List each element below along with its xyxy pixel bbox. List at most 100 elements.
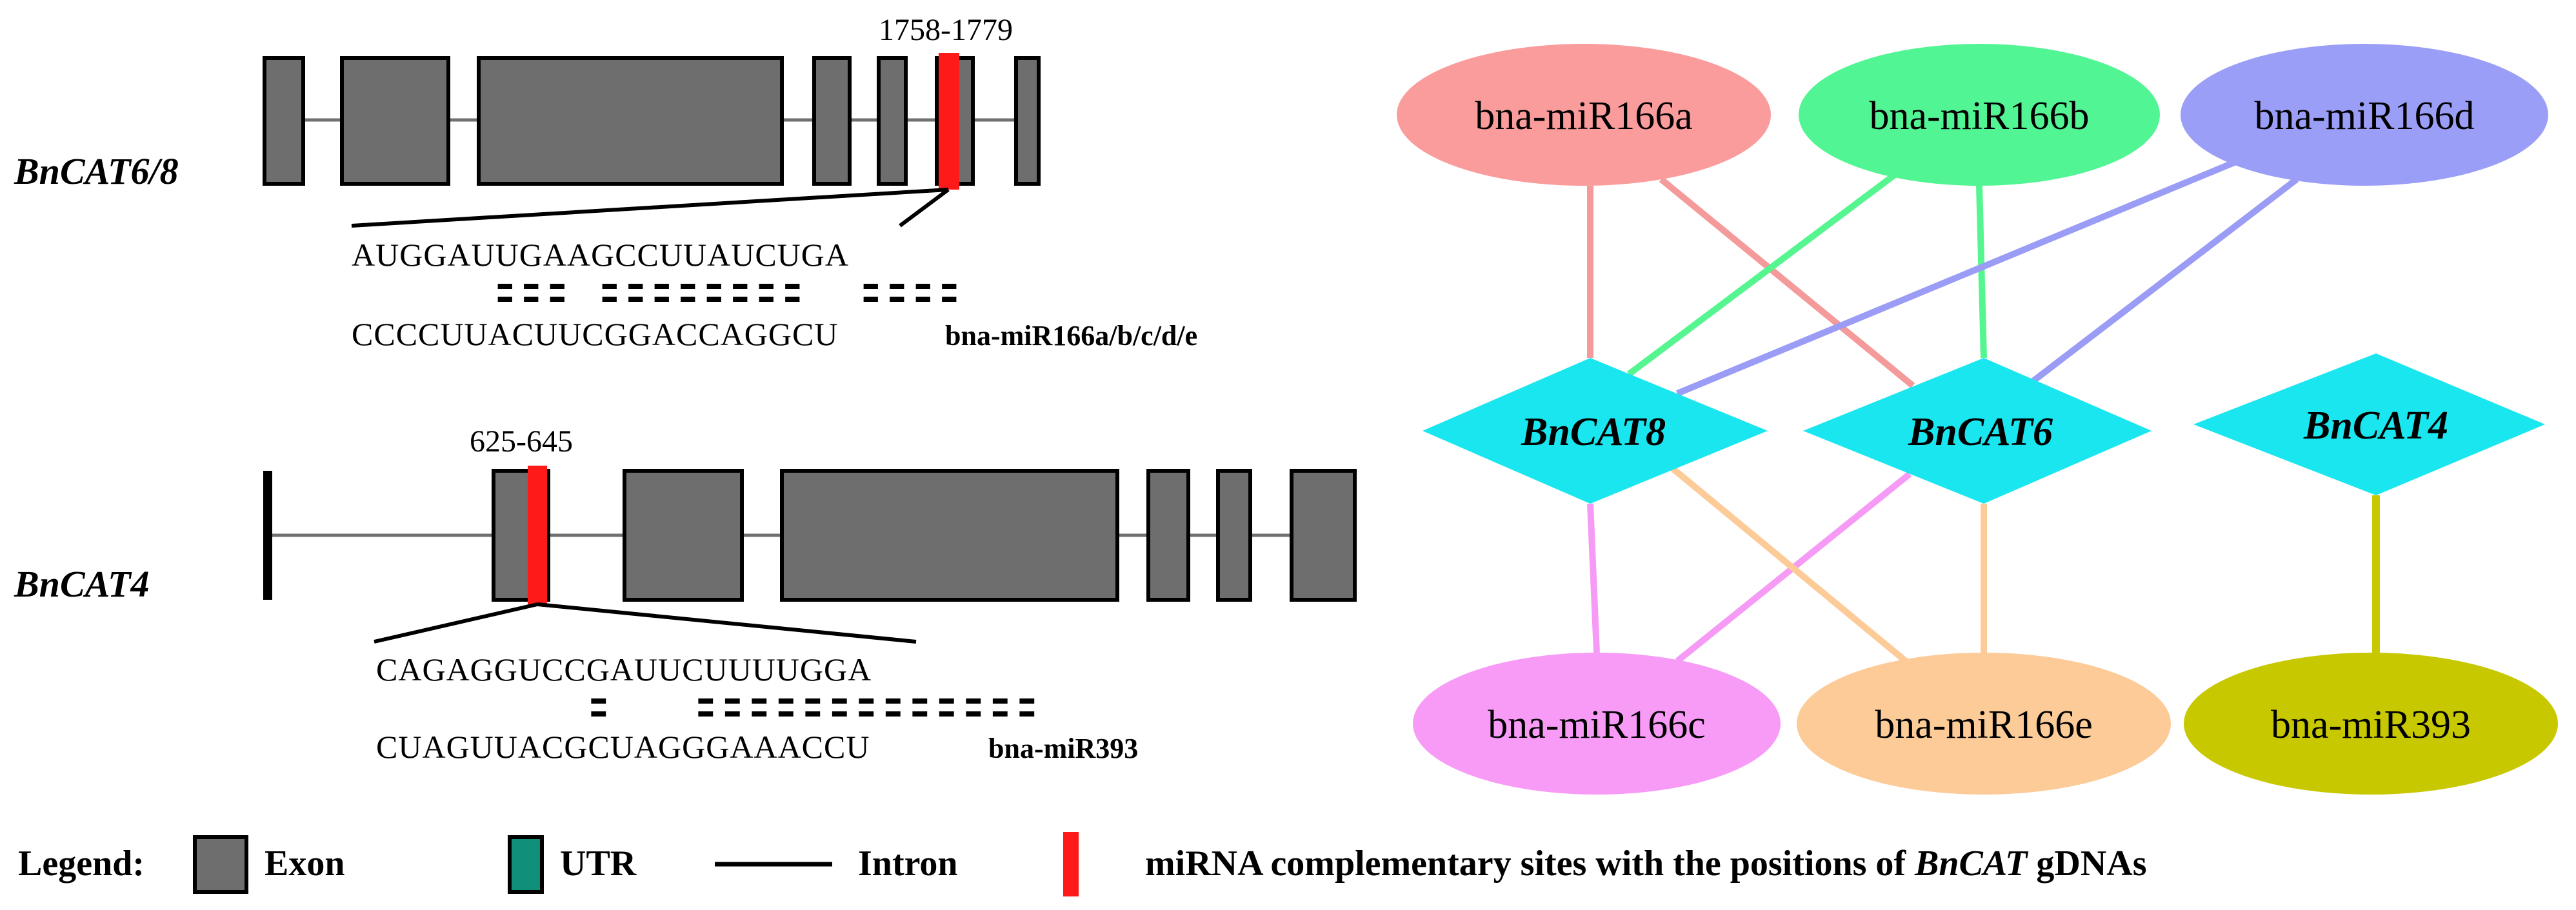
gene-structure-bncat68: BnCAT6/8 1758-1779 AUGGAUUGAAGCCUUAUCUGA… (14, 13, 1197, 352)
pair-mark (966, 711, 981, 717)
edge-d-cat8 (1676, 155, 2246, 397)
pair-mark (885, 698, 901, 704)
pair-mark (524, 297, 539, 302)
exon-box (477, 56, 784, 186)
pair-mark (912, 698, 928, 704)
pair-mark (681, 297, 695, 302)
mirna-node-label: bna-miR393 (2271, 703, 2471, 747)
pair-mark (628, 284, 643, 289)
mirna-sequence: CUAGUUACGCUAGGGAAACCU (376, 729, 870, 765)
mirna-node-166b (1799, 44, 2160, 186)
pair-mark (698, 711, 714, 717)
pair-mark (724, 698, 740, 704)
mirna-node-label: bna-miR166c (1488, 703, 1706, 747)
pair-mark (805, 711, 821, 717)
gene-node-label: BnCAT8 (1521, 410, 1666, 454)
pair-mark (752, 698, 767, 704)
pair-mark (591, 698, 606, 704)
edge-a-cat6 (1659, 177, 1915, 388)
gene-node-bncat6 (1803, 358, 2152, 504)
mirna-node-166a (1397, 44, 1771, 186)
gene-node-label: BnCAT4 (2303, 404, 2448, 448)
site-position-label: 1758-1779 (879, 13, 1013, 47)
zoom-line (374, 602, 538, 644)
pair-mark (778, 698, 794, 704)
exon-box (780, 469, 1119, 602)
gene-node-bncat8 (1423, 358, 1768, 504)
mirna-node-166e (1797, 653, 2171, 795)
mirna-site-marker (528, 466, 547, 604)
mirna-node-label: bna-miR166b (1870, 94, 2090, 138)
exon-box (812, 56, 852, 186)
pair-mark (733, 284, 748, 289)
gene-structure-bncat4: BnCAT4 625-645 CAGAGGUCCGAUUCUUUUGGA CUA… (14, 424, 1357, 765)
base-pairing-marks (497, 284, 957, 302)
interaction-network: bna-miR166a bna-miR166b bna-miR166d bna-… (1397, 44, 2558, 795)
mirna-node-393 (2184, 653, 2558, 795)
pair-mark (654, 297, 669, 302)
pair-mark (942, 297, 957, 302)
mirna-node-166d (2181, 44, 2548, 186)
target-sequence: CAGAGGUCCGAUUCUUUUGGA (376, 651, 872, 687)
legend-utr-label: UTR (560, 844, 637, 884)
utr-end-bar (263, 471, 272, 600)
pair-mark (832, 711, 847, 717)
exon-box (1146, 469, 1190, 602)
exon-box (1290, 469, 1357, 602)
legend-site-swatch (1063, 832, 1079, 896)
pair-mark (785, 297, 800, 302)
exon-box (1014, 56, 1041, 186)
exon-box (340, 56, 450, 186)
pair-mark (915, 297, 930, 302)
legend-exon-swatch (193, 835, 248, 894)
legend-intron-label: Intron (858, 844, 958, 884)
gene-label-bncat4: BnCAT4 (14, 563, 150, 605)
legend-utr-swatch (508, 835, 544, 894)
target-sequence: AUGGAUUGAAGCCUUAUCUGA (352, 237, 849, 273)
legend-exon-label: Exon (265, 844, 345, 884)
pair-mark (805, 698, 821, 704)
edge-b-cat8 (1627, 168, 1902, 377)
pair-mark (939, 698, 954, 704)
pair-mark (724, 711, 740, 717)
pair-mark (602, 284, 617, 289)
pair-mark (915, 284, 930, 289)
edge-d-cat6 (2030, 177, 2299, 384)
mirna-name-label: bna-miR393 (988, 733, 1138, 764)
pair-mark (752, 711, 767, 717)
site-position-label: 625-645 (470, 424, 573, 459)
gene-label-bncat68: BnCAT6/8 (14, 150, 179, 192)
pair-mark (654, 284, 669, 289)
pair-mark (859, 711, 874, 717)
pair-mark (733, 297, 748, 302)
pair-mark (778, 711, 794, 717)
zoom-line (351, 188, 949, 228)
pair-mark (698, 698, 714, 704)
gene-node-bncat4 (2193, 353, 2545, 495)
base-pairing-marks (591, 698, 1035, 717)
pair-mark (628, 297, 643, 302)
pair-mark (863, 297, 878, 302)
mirna-sequence: CCCCUUACUUCGGACCAGGCU (352, 316, 838, 352)
pair-mark (706, 297, 721, 302)
pair-mark (912, 711, 928, 717)
pair-mark (550, 297, 564, 302)
exon-box (1216, 469, 1252, 602)
mirna-node-label: bna-miR166d (2255, 94, 2475, 138)
edge-c-cat8 (1587, 503, 1600, 653)
legend: Legend: Exon UTR Intron miRNA complement… (18, 832, 2147, 896)
pair-mark (524, 284, 539, 289)
pair-mark (1019, 698, 1035, 704)
mirna-node-label: bna-miR166a (1475, 94, 1693, 138)
pair-mark (890, 297, 904, 302)
pair-mark (759, 297, 774, 302)
mirna-node-166c (1413, 653, 1781, 795)
pair-mark (942, 284, 957, 289)
exon-box (877, 56, 908, 186)
pair-mark (992, 711, 1008, 717)
exon-box (263, 56, 305, 186)
pair-mark (863, 284, 878, 289)
mirna-node-label: bna-miR166e (1875, 703, 2093, 747)
pair-mark (992, 698, 1008, 704)
